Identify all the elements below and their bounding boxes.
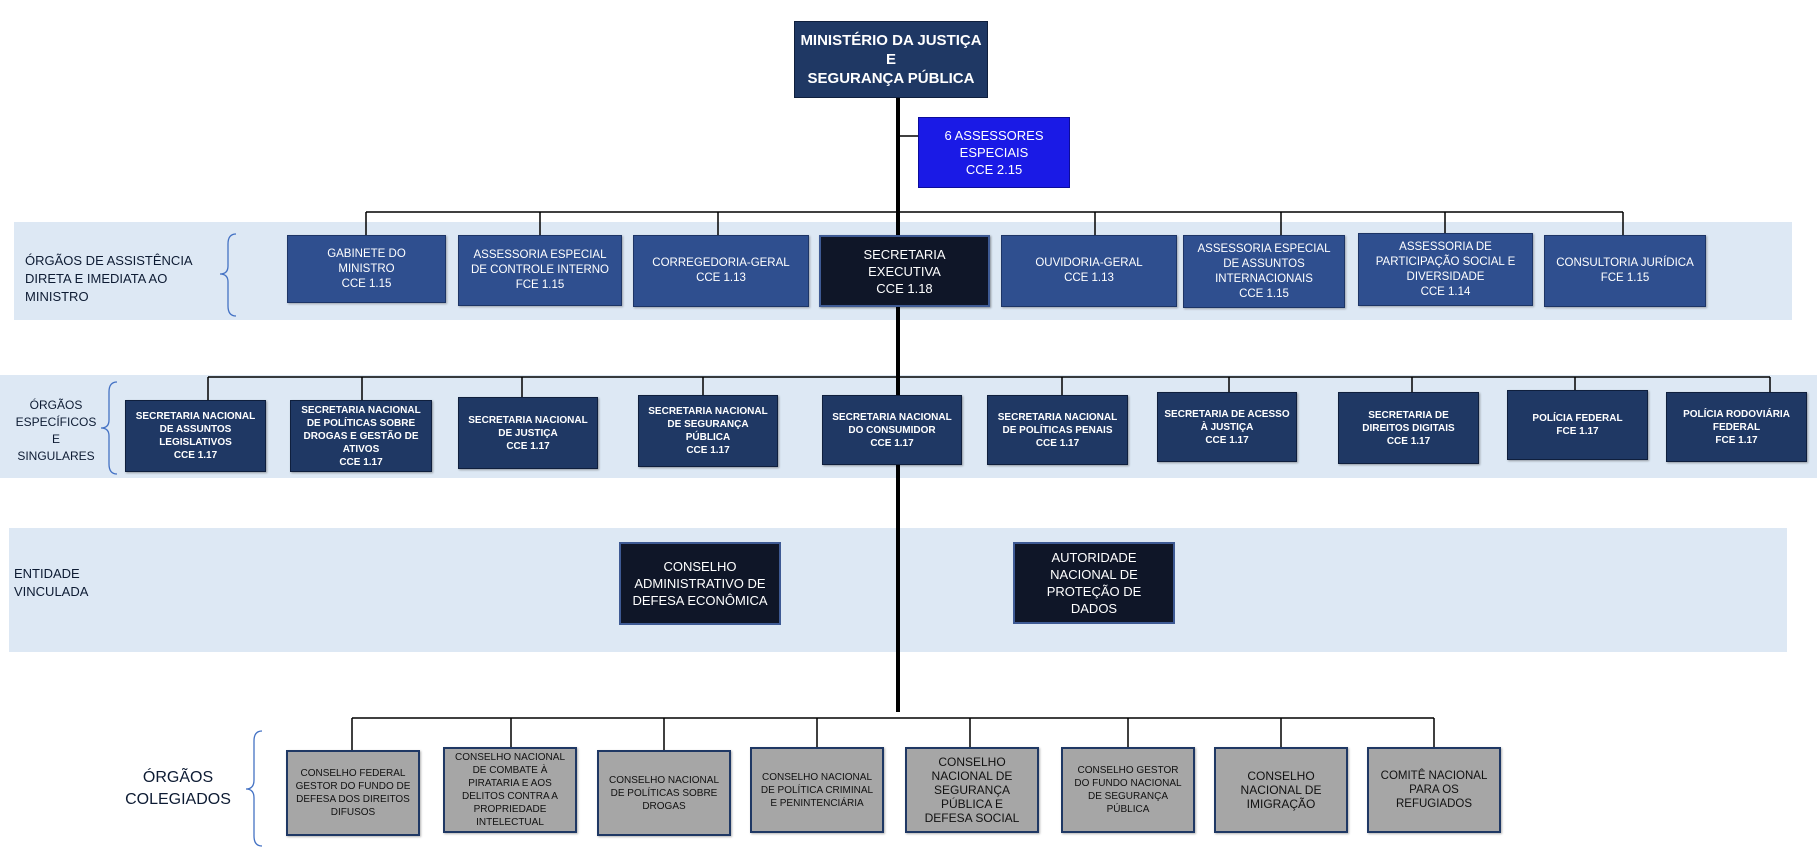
section-label-entidade: ENTIDADE VINCULADA <box>14 566 89 599</box>
box-seguranca-publica: SECRETARIA NACIONAL DE SEGURANÇA PÚBLICA… <box>638 395 778 467</box>
box-corregedoria: CORREGEDORIA-GERAL CCE 1.13 <box>633 235 809 307</box>
box-consumidor: SECRETARIA NACIONAL DO CONSUMIDOR CCE 1.… <box>822 395 962 465</box>
box-policia-federal: POLÍCIA FEDERAL FCE 1.17 <box>1507 390 1648 460</box>
box-conselho-drogas: CONSELHO NACIONAL DE POLÍTICAS SOBRE DRO… <box>597 750 731 836</box>
box-conselho-criminal: CONSELHO NACIONAL DE POLÍTICA CRIMINAL E… <box>750 747 884 833</box>
box-politicas-penais: SECRETARIA NACIONAL DE POLÍTICAS PENAIS … <box>987 395 1128 465</box>
box-consultoria-juridica: CONSULTORIA JURÍDICA FCE 1.15 <box>1544 235 1706 307</box>
box-conselho-difusos: CONSELHO FEDERAL GESTOR DO FUNDO DE DEFE… <box>286 750 420 836</box>
box-anpd: AUTORIDADE NACIONAL DE PROTEÇÃO DE DADOS <box>1013 542 1175 624</box>
box-conselho-seguranca: CONSELHO NACIONAL DE SEGURANÇA PÚBLICA E… <box>905 747 1039 833</box>
root-box: MINISTÉRIO DA JUSTIÇA E SEGURANÇA PÚBLIC… <box>794 21 988 98</box>
box-conselho-imigracao: CONSELHO NACIONAL DE IMIGRAÇÃO <box>1214 747 1348 833</box>
box-politicas-drogas: SECRETARIA NACIONAL DE POLÍTICAS SOBRE D… <box>290 400 432 472</box>
brace-colegiados <box>245 730 263 847</box>
box-ouvidoria: OUVIDORIA-GERAL CCE 1.13 <box>1001 235 1177 307</box>
assessors-box: 6 ASSESSORES ESPECIAIS CCE 2.15 <box>918 117 1070 188</box>
box-policia-rodoviaria: POLÍCIA RODOVIÁRIA FEDERAL FCE 1.17 <box>1666 392 1807 462</box>
box-secretaria-executiva: SECRETARIA EXECUTIVA CCE 1.18 <box>819 235 990 307</box>
box-assuntos-internacionais: ASSESSORIA ESPECIAL DE ASSUNTOS INTERNAC… <box>1183 235 1345 308</box>
box-gabinete: GABINETE DO MINISTRO CCE 1.15 <box>287 235 446 303</box>
box-direitos-digitais: SECRETARIA DE DIREITOS DIGITAIS CCE 1.17 <box>1338 392 1479 464</box>
box-assuntos-legislativos: SECRETARIA NACIONAL DE ASSUNTOS LEGISLAT… <box>125 400 266 472</box>
box-conselho-pirataria: CONSELHO NACIONAL DE COMBATE À PIRATARIA… <box>443 747 577 833</box>
box-comite-refugiados: COMITÊ NACIONAL PARA OS REFUGIADOS <box>1367 747 1501 833</box>
brace-especificos <box>100 381 118 475</box>
section-label-especificos: ÓRGÃOS ESPECÍFICOS E SINGULARES <box>15 398 97 463</box>
box-conselho-fundo-seguranca: CONSELHO GESTOR DO FUNDO NACIONAL DE SEG… <box>1061 747 1195 833</box>
brace-assistencia <box>219 233 237 317</box>
box-participacao-social: ASSESSORIA DE PARTICIPAÇÃO SOCIAL E DIVE… <box>1358 233 1533 306</box>
section-label-colegiados: ÓRGÃOS COLEGIADOS <box>125 769 231 808</box>
box-controle-interno: ASSESSORIA ESPECIAL DE CONTROLE INTERNO … <box>458 235 622 306</box>
box-acesso-justica: SECRETARIA DE ACESSO À JUSTIÇA CCE 1.17 <box>1157 392 1297 462</box>
box-cade: CONSELHO ADMINISTRATIVO DE DEFESA ECONÔM… <box>619 542 781 625</box>
section-label-assistencia: ÓRGÃOS DE ASSISTÊNCIA DIRETA E IMEDIATA … <box>25 253 193 304</box>
box-justica: SECRETARIA NACIONAL DE JUSTIÇA CCE 1.17 <box>458 397 598 469</box>
